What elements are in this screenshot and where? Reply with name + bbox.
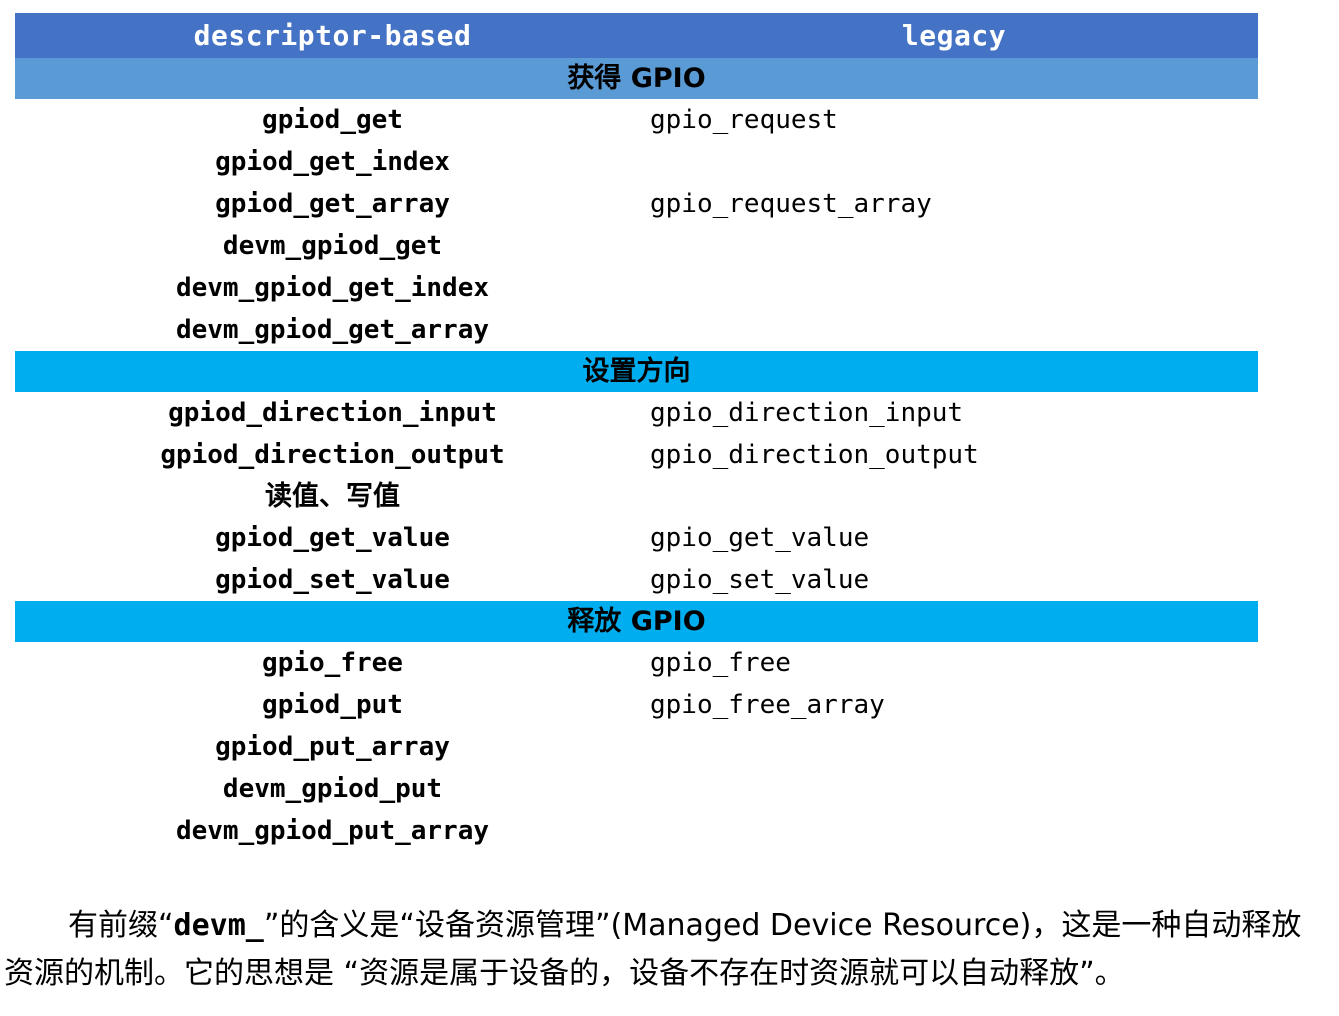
section-title-text: 设置方向 — [582, 356, 691, 387]
table-row: gpiod_get gpio_request — [15, 99, 1258, 141]
cell-descriptor-api: gpiod_get — [262, 105, 403, 135]
section-band-row: 设置方向 — [15, 351, 1258, 392]
paragraph-segment-1: devm_ — [173, 908, 264, 943]
table-row: gpiod_get_value gpio_get_value — [15, 517, 1258, 559]
cell-descriptor-api: devm_gpiod_put — [222, 774, 443, 804]
cell-descriptor-api: devm_gpiod_get — [222, 231, 443, 261]
cell-descriptor-api: gpiod_set_value — [215, 565, 450, 595]
table-row: gpiod_get_array gpio_request_array — [15, 183, 1258, 225]
section-title-3: 释放 GPIO — [15, 601, 1258, 642]
table-row: devm_gpiod_get — [15, 225, 1258, 267]
section-band-row: 获得 GPIO — [15, 58, 1258, 99]
cell-legacy-api — [650, 768, 1258, 810]
cell-legacy-api: gpio_request — [650, 105, 838, 135]
column-header-descriptor-based: descriptor-based — [15, 13, 650, 58]
cell-descriptor-api: gpiod_put_array — [215, 732, 450, 762]
cell-legacy-api: gpio_free — [650, 648, 791, 678]
cell-legacy-api: gpio_get_value — [650, 523, 870, 553]
table-row: gpiod_put_array — [15, 726, 1258, 768]
cell-descriptor-api: gpio_free — [262, 648, 403, 678]
column-header-legacy: legacy — [650, 13, 1258, 58]
cell-legacy-api — [650, 726, 1258, 768]
table-body: 获得 GPIO gpiod_get gpio_request gpiod_get_in… — [15, 58, 1258, 852]
cell-descriptor-api: devm_gpiod_put_array — [175, 816, 490, 846]
table-row: gpiod_get_index — [15, 141, 1258, 183]
cell-legacy-api — [650, 141, 1258, 183]
cell-legacy-api: gpio_request_array — [650, 189, 932, 219]
section-band-row: 释放 GPIO — [15, 601, 1258, 642]
paragraph-segment-0: 有前缀“ — [68, 908, 174, 943]
cell-descriptor-api: gpiod_direction_output — [160, 440, 505, 470]
cell-descriptor-api: gpiod_get_index — [215, 147, 450, 177]
section-title-text: 获得 GPIO — [567, 63, 706, 94]
table-row: gpio_free gpio_free — [15, 642, 1258, 684]
table-row: devm_gpiod_get_array — [15, 309, 1258, 351]
cell-legacy-api — [650, 810, 1258, 852]
cell-descriptor-api: gpiod_direction_input — [168, 398, 497, 428]
cell-legacy-api — [650, 225, 1258, 267]
explanatory-paragraph: 有前缀“devm_”的含义是“设备资源管理”(Managed Device Re… — [4, 902, 1324, 998]
cell-descriptor-api: gpiod_put — [262, 690, 403, 720]
cell-descriptor-api: gpiod_get_array — [215, 189, 450, 219]
cell-descriptor-api: devm_gpiod_get_array — [175, 315, 490, 345]
cell-legacy-api: gpio_direction_input — [650, 398, 964, 428]
section-title-text: 读值、写值 — [265, 481, 400, 512]
section-title-0: 获得 GPIO — [15, 58, 1258, 99]
cell-legacy-api — [650, 309, 1258, 351]
cell-legacy-api: gpio_direction_output — [650, 440, 979, 470]
cell-legacy-api: gpio_set_value — [650, 565, 870, 595]
cell-descriptor-api: devm_gpiod_get_index — [175, 273, 490, 303]
table-row: gpiod_direction_input gpio_direction_inpu… — [15, 392, 1258, 434]
table-row: devm_gpiod_put — [15, 768, 1258, 810]
section-title-2: 读值、写值 — [15, 476, 1258, 517]
table-header: descriptor-based legacy — [15, 13, 1258, 58]
table-row: gpiod_set_value gpio_set_value — [15, 559, 1258, 601]
cell-descriptor-api: gpiod_get_value — [215, 523, 450, 553]
gpio-api-comparison-table: descriptor-based legacy 获得 GPIO gpiod_get… — [15, 13, 1258, 852]
section-band-row: 读值、写值 — [15, 476, 1258, 517]
table-row: gpiod_put gpio_free_array — [15, 684, 1258, 726]
table-row: devm_gpiod_get_index — [15, 267, 1258, 309]
section-title-text: 释放 GPIO — [567, 606, 706, 637]
cell-legacy-api — [650, 267, 1258, 309]
section-title-1: 设置方向 — [15, 351, 1258, 392]
table-row: gpiod_direction_output gpio_direction_out… — [15, 434, 1258, 476]
paragraph-segment-2: ”的含义是“设备资源管理”(Managed Device Resource)，这… — [4, 908, 1302, 991]
table-row: devm_gpiod_put_array — [15, 810, 1258, 852]
cell-legacy-api: gpio_free_array — [650, 690, 885, 720]
table-header-row: descriptor-based legacy — [15, 13, 1258, 58]
